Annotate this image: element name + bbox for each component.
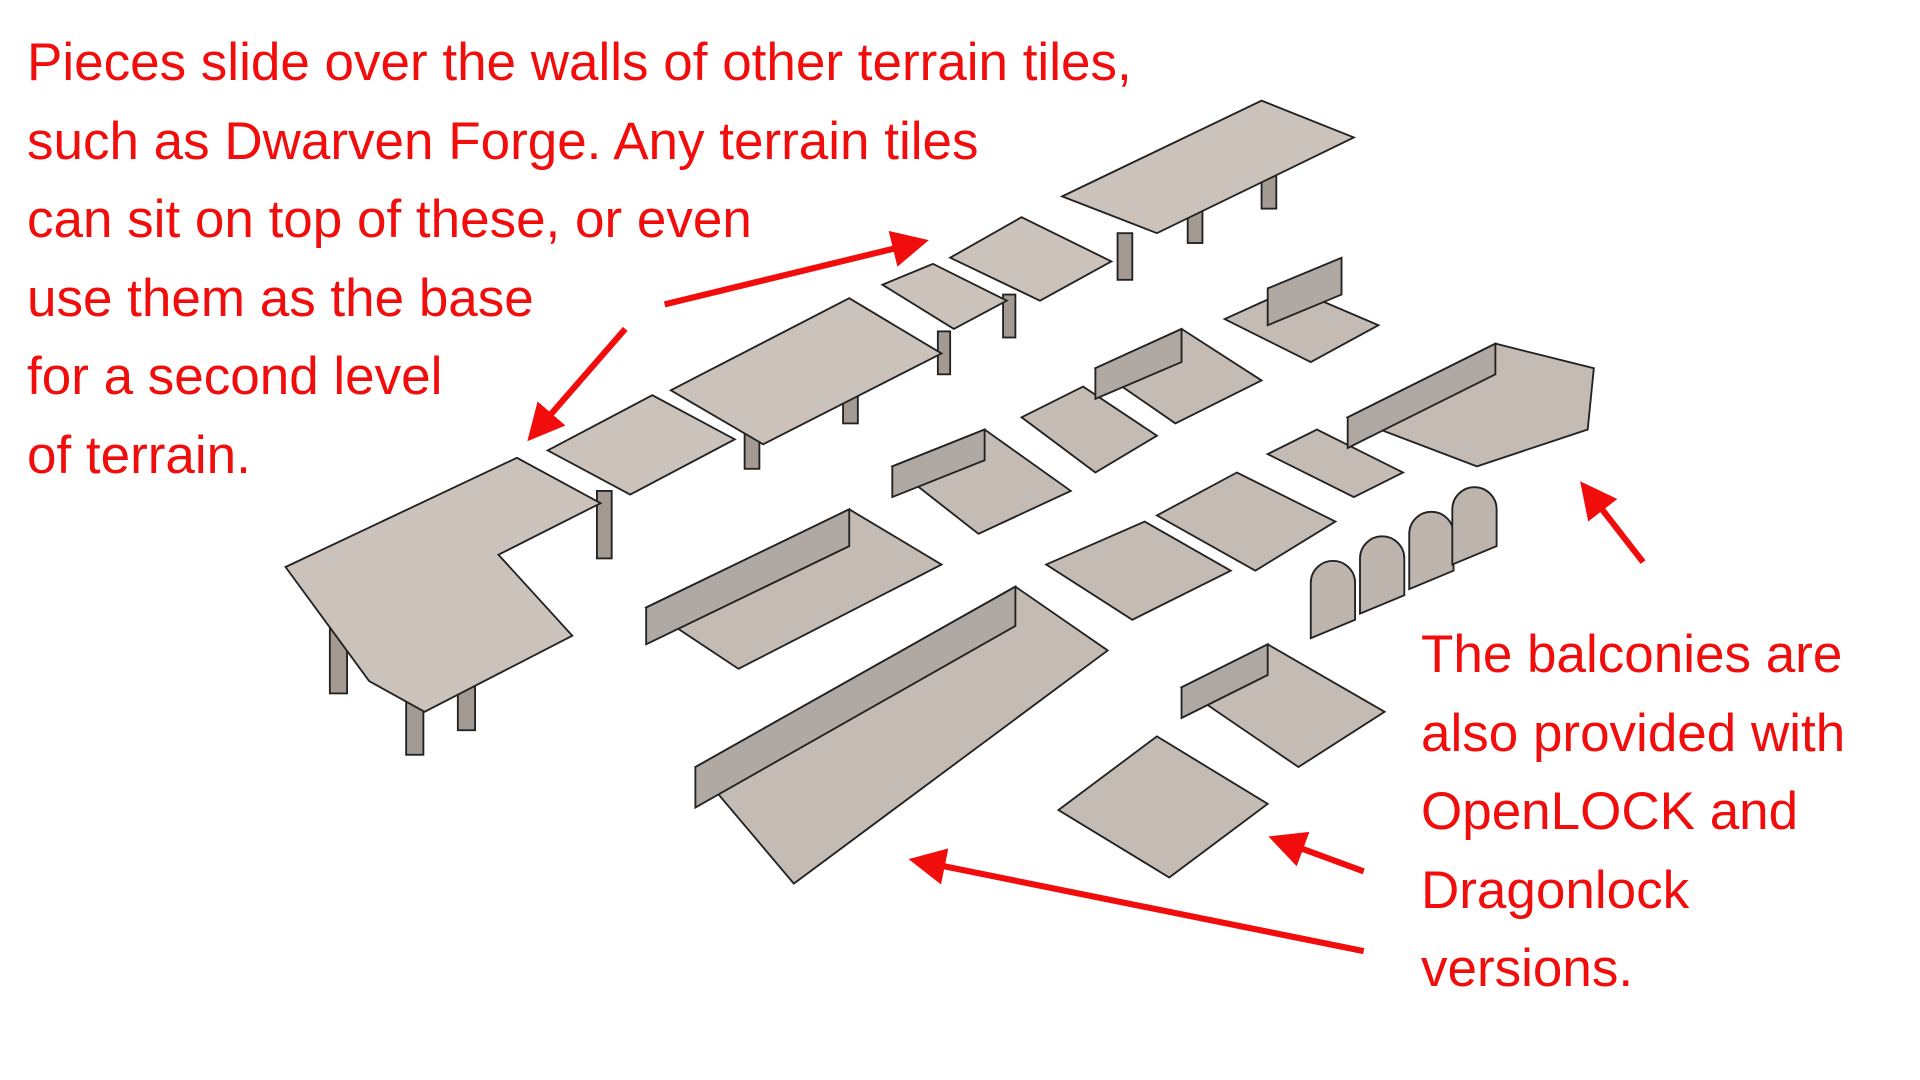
platform-l-shape (284, 456, 603, 713)
caption-line: such as Dwarven Forge. Any terrain tiles (27, 111, 979, 171)
caption-line: of terrain. (27, 425, 251, 485)
raised-platforms (284, 99, 1357, 756)
annotation-arrows (527, 230, 1646, 955)
caption-line: OpenLOCK and (1421, 782, 1799, 841)
caption-line: for a second level (27, 347, 443, 406)
caption-line: also provided with (1421, 703, 1846, 763)
arrow-to-floor-tile (1268, 831, 1365, 875)
platform-long-2 (1059, 99, 1357, 235)
arrow-to-long-balcony (908, 848, 1365, 955)
platform-long-1 (668, 297, 944, 446)
arrow-to-l-platform (527, 326, 628, 442)
platform-square-1 (545, 394, 737, 496)
caption-line: can sit on top of these, or even (27, 190, 752, 249)
caption-line: versions. (1421, 939, 1634, 998)
caption-right: The balconies are also provided with Ope… (1421, 616, 1845, 1009)
platform-small (880, 262, 1009, 330)
caption-line: Pieces slide over the walls of other ter… (27, 33, 1132, 92)
caption-line: use them as the base (27, 268, 534, 328)
caption-line: The balconies are (1421, 625, 1843, 684)
arrow-to-platforms (663, 230, 929, 308)
doorways (1309, 486, 1498, 640)
caption-line: Dragonlock (1421, 860, 1690, 920)
arrow-to-curved-balcony (1580, 481, 1646, 564)
floor-tile (1056, 735, 1270, 879)
balcony-tiles (644, 256, 1595, 885)
platform-square-2 (948, 216, 1114, 302)
caption-left: Pieces slide over the walls of other ter… (27, 24, 1132, 495)
